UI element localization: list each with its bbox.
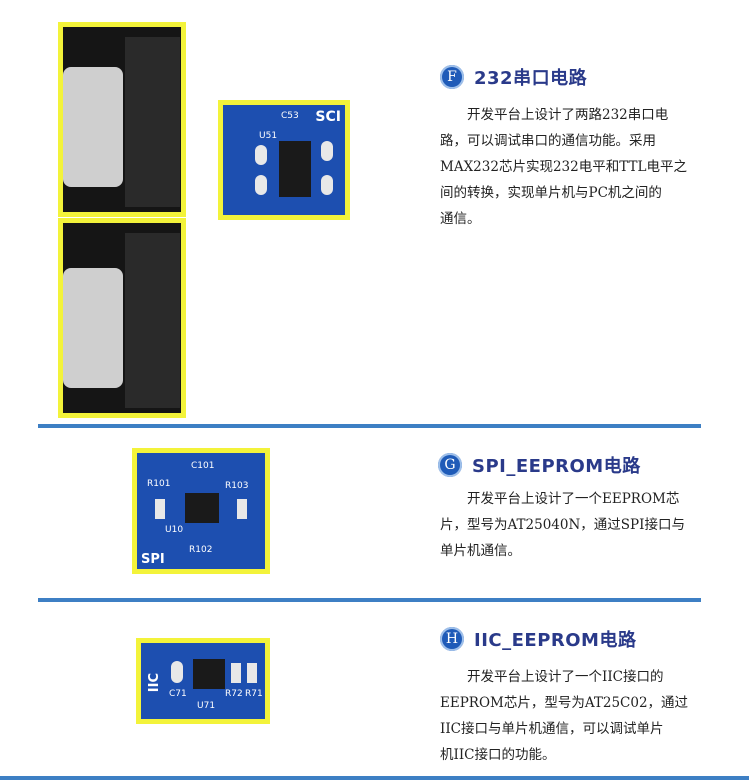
part-label: R102 <box>189 545 213 555</box>
text-line: 间的转换，实现单片机与PC机之间的 <box>440 185 662 201</box>
section-title: 232串口电路 <box>474 68 588 89</box>
text-line: 通信。 <box>440 211 481 227</box>
spi-board-image: C101 R101 R103 U10 R102 SPI <box>132 448 270 574</box>
board-label: SPI <box>141 552 165 567</box>
text-line: 开发平台上设计了两路232串口电 <box>467 107 669 123</box>
resistor-pad <box>231 663 241 683</box>
section-title: SPI_EEPROM电路 <box>472 456 641 477</box>
resistor-pad <box>237 499 247 519</box>
section-divider <box>38 424 701 428</box>
part-label: U51 <box>259 131 278 141</box>
max232-chip <box>279 141 311 197</box>
db9-connector-upper <box>58 22 186 217</box>
text-line: 开发平台上设计了一个IIC接口的 <box>467 669 664 685</box>
part-label: C71 <box>169 689 187 699</box>
resistor-pad <box>247 663 257 683</box>
capacitor-pad <box>255 145 267 165</box>
eeprom-chip <box>193 659 225 689</box>
text-line: 单片机通信。 <box>440 543 521 559</box>
section-heading: G SPI_EEPROM电路 <box>438 452 641 478</box>
section-heading: F 232串口电路 <box>440 64 587 90</box>
capacitor-pad <box>171 661 183 683</box>
text-line: MAX232芯片实现232电平和TTL电平之 <box>440 159 687 175</box>
section-title: IIC_EEPROM电路 <box>474 630 637 651</box>
part-label: C101 <box>191 461 215 471</box>
part-label: R72 <box>225 689 243 699</box>
text-line: 机IIC接口的功能。 <box>440 747 556 763</box>
iic-board-image: IIC C71 U71 R72 R71 <box>136 638 270 724</box>
section-description: 开发平台上设计了一个IIC接口的 EEPROM芯片，型号为AT25C02，通过 … <box>440 664 710 768</box>
part-label: R103 <box>225 481 249 491</box>
board-label: IIC <box>147 673 162 693</box>
text-line: 片，型号为AT25040N，通过SPI接口与 <box>440 517 685 533</box>
section-badge: F <box>440 65 464 89</box>
section-description: 开发平台上设计了两路232串口电 路，可以调试串口的通信功能。采用 MAX232… <box>440 102 710 232</box>
capacitor-pad <box>321 141 333 161</box>
eeprom-chip <box>185 493 219 523</box>
part-label: U10 <box>165 525 184 535</box>
part-label: C53 <box>281 111 299 121</box>
section-divider <box>38 598 701 602</box>
resistor-pad <box>155 499 165 519</box>
capacitor-pad <box>255 175 267 195</box>
sci-board-image: SCI C53 U51 <box>218 100 350 220</box>
section-description: 开发平台上设计了一个EEPROM芯 片，型号为AT25040N，通过SPI接口与… <box>440 486 710 564</box>
text-line: 开发平台上设计了一个EEPROM芯 <box>467 491 680 507</box>
section-heading: H IIC_EEPROM电路 <box>440 626 636 652</box>
part-label: R71 <box>245 689 263 699</box>
part-label: U71 <box>197 701 216 711</box>
section-badge: H <box>440 627 464 651</box>
text-line: 路，可以调试串口的通信功能。采用 <box>440 133 656 149</box>
text-line: EEPROM芯片，型号为AT25C02，通过 <box>440 695 689 711</box>
section-badge: G <box>438 453 462 477</box>
section-divider <box>0 776 749 780</box>
part-label: R101 <box>147 479 171 489</box>
capacitor-pad <box>321 175 333 195</box>
db9-connector-lower <box>58 218 186 418</box>
text-line: IIC接口与单片机通信，可以调试单片 <box>440 721 664 737</box>
board-label: SCI <box>315 109 341 125</box>
